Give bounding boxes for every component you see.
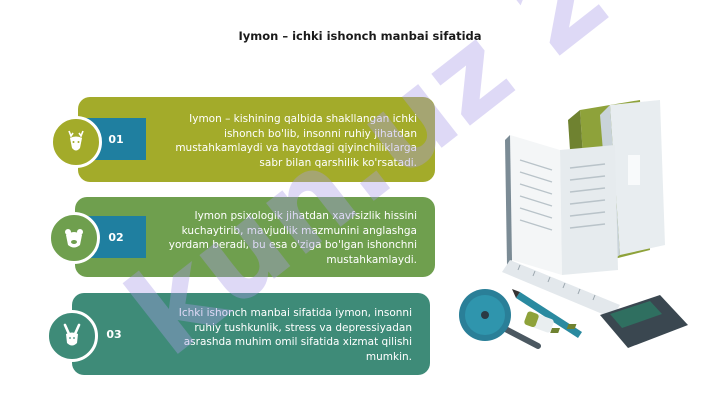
card-2-icon-circle (48, 212, 100, 264)
calculator (550, 295, 688, 348)
bear-icon (65, 229, 83, 248)
open-book (505, 135, 618, 275)
slide-title: Iymon – ichki ishonch manbai sifatida (238, 29, 482, 43)
card-1-text: Iymon – kishining qalbida shakllangan ic… (175, 113, 417, 169)
pen (512, 289, 582, 338)
ruler (502, 260, 620, 318)
card-3-icon-circle (46, 310, 98, 362)
rabbit-icon (63, 323, 81, 346)
card-1-icon-circle (50, 116, 102, 168)
books-illustration (459, 100, 688, 349)
deer-icon (68, 130, 84, 151)
card-3-text: Ichki ishonch manbai sifatida iymon, ins… (178, 307, 412, 363)
card-2-text: Iymon psixologik jihatdan xavfsizlik his… (168, 210, 417, 266)
magnifying-glass (459, 289, 541, 349)
